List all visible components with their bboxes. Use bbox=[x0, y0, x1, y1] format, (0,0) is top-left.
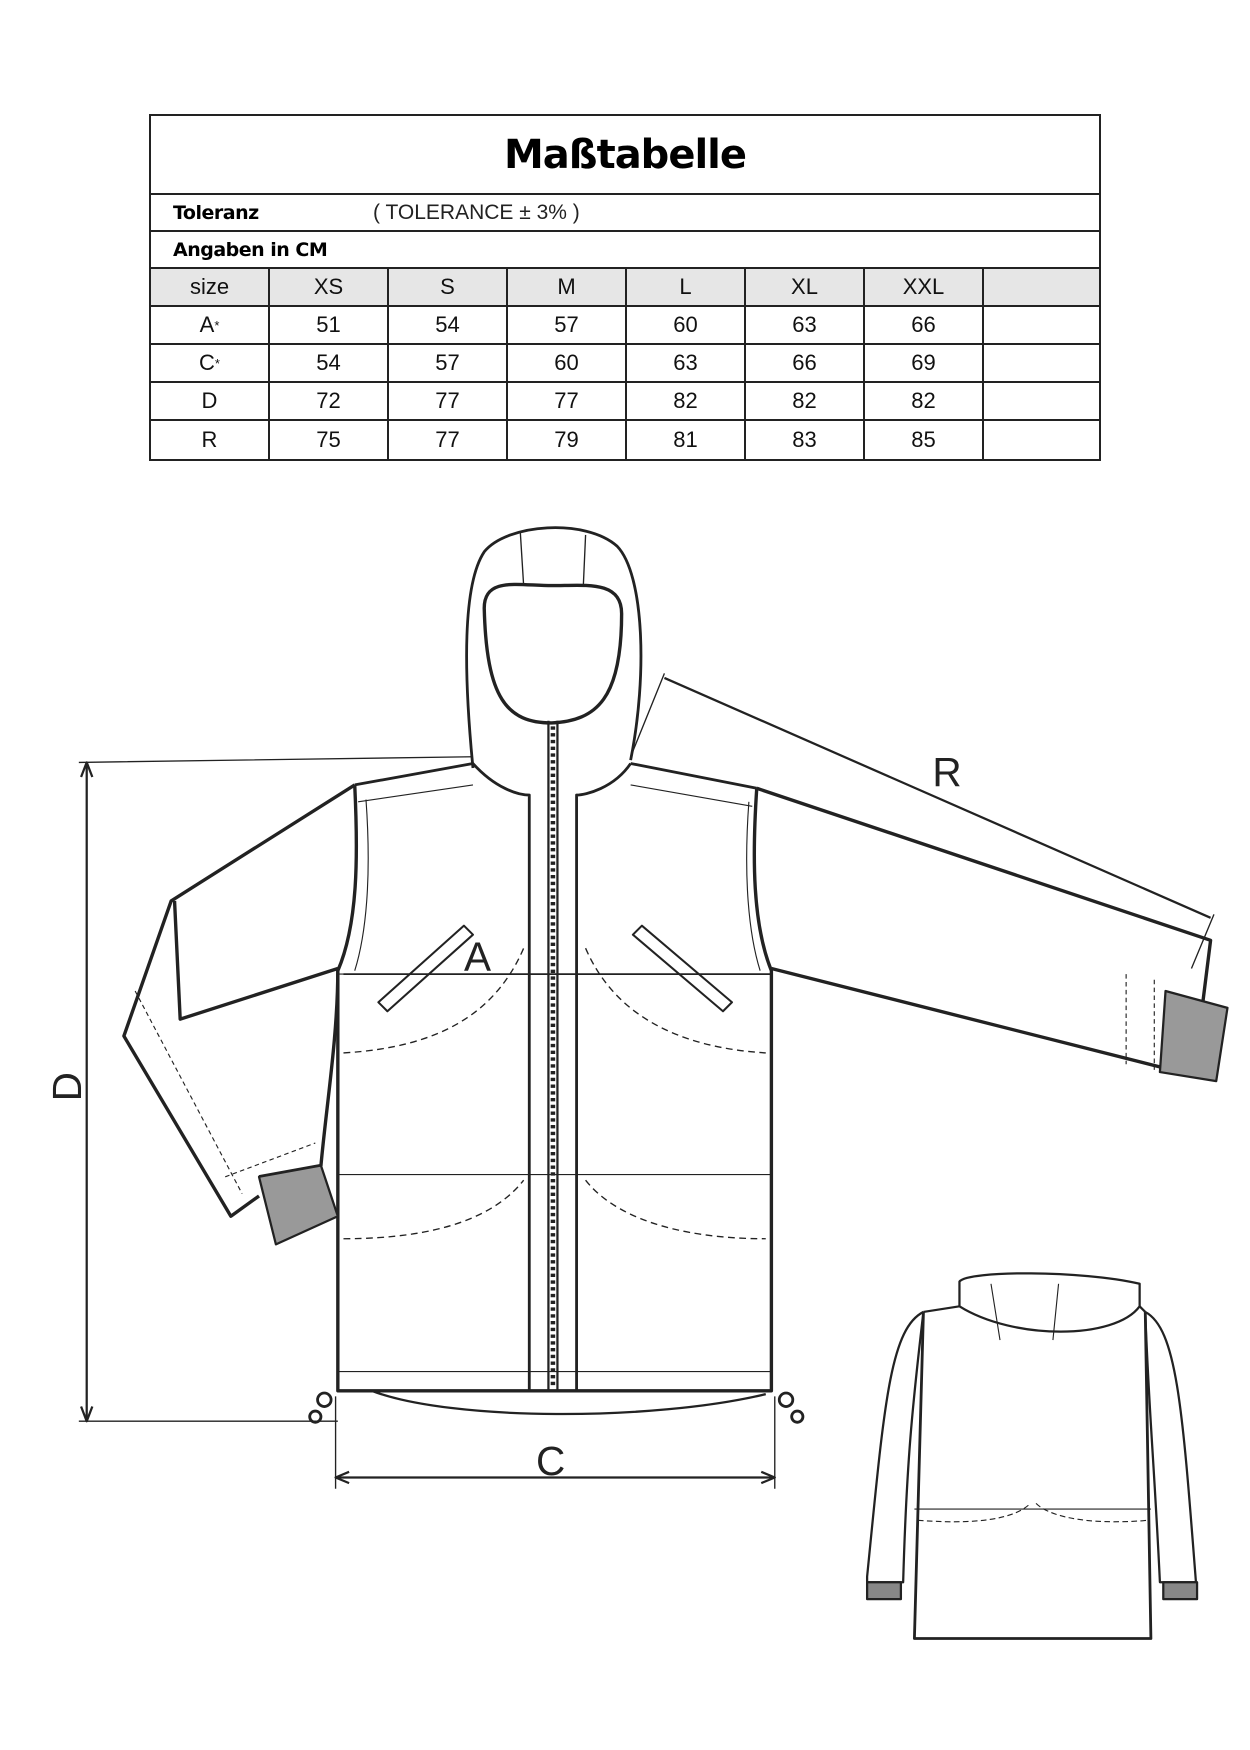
value-cell: 66 bbox=[746, 345, 865, 381]
value-cell: 54 bbox=[389, 307, 508, 343]
value-cell: 79 bbox=[508, 421, 627, 459]
value-cell: 81 bbox=[627, 421, 746, 459]
value-cell: 57 bbox=[389, 345, 508, 381]
dimension-lines bbox=[78, 673, 1215, 1489]
value-cell: 63 bbox=[627, 345, 746, 381]
dimension-label-r: R bbox=[932, 749, 961, 795]
measurement-mark: * bbox=[214, 355, 220, 371]
header-cell: XS bbox=[270, 269, 389, 305]
header-cell: XXL bbox=[865, 269, 984, 305]
value-cell: 60 bbox=[508, 345, 627, 381]
header-cell: XL bbox=[746, 269, 865, 305]
value-cell: 77 bbox=[389, 383, 508, 419]
value-cell: 72 bbox=[270, 383, 389, 419]
table-title: Maßtabelle bbox=[504, 131, 747, 178]
units-row: Angaben in CM bbox=[151, 232, 1099, 269]
measurement-label: A bbox=[199, 312, 215, 337]
tolerance-row: Toleranz ( TOLERANCE ± 3% ) bbox=[151, 195, 1099, 232]
units-label: Angaben in CM bbox=[173, 238, 328, 261]
value-cell: 51 bbox=[270, 307, 389, 343]
dimension-label-d: D bbox=[44, 1072, 90, 1101]
measurement-label-cell: R bbox=[151, 421, 270, 459]
size-chart-table: Maßtabelle Toleranz ( TOLERANCE ± 3% ) A… bbox=[149, 114, 1101, 461]
measurement-label-cell: C* bbox=[151, 345, 270, 381]
value-cell: 54 bbox=[270, 345, 389, 381]
measurement-label-cell: A* bbox=[151, 307, 270, 343]
header-cell: M bbox=[508, 269, 627, 305]
measurement-label: R bbox=[201, 427, 218, 452]
value-cell: 63 bbox=[746, 307, 865, 343]
value-cell: 82 bbox=[627, 383, 746, 419]
value-cell: 57 bbox=[508, 307, 627, 343]
header-cell: L bbox=[627, 269, 746, 305]
dimension-label-c: C bbox=[536, 1438, 565, 1484]
tolerance-label: Toleranz bbox=[173, 201, 259, 224]
measurement-label: D bbox=[201, 388, 218, 413]
value-cell: 82 bbox=[865, 383, 984, 419]
value-cell: 77 bbox=[508, 383, 627, 419]
measurement-label: C bbox=[199, 350, 215, 375]
measurement-label-cell: D bbox=[151, 383, 270, 419]
value-cell: 77 bbox=[389, 421, 508, 459]
header-cell: size bbox=[151, 269, 270, 305]
table-title-row: Maßtabelle bbox=[151, 116, 1099, 195]
value-cell: 75 bbox=[270, 421, 389, 459]
header-cell: S bbox=[389, 269, 508, 305]
table-header-row: size XS S M L XL XXL bbox=[151, 269, 1099, 307]
value-cell: 69 bbox=[865, 345, 984, 381]
value-cell: 83 bbox=[746, 421, 865, 459]
tolerance-value: ( TOLERANCE ± 3% ) bbox=[373, 200, 580, 224]
measurement-mark: * bbox=[214, 317, 220, 333]
jacket-front-view bbox=[122, 526, 1229, 1424]
value-cell: 85 bbox=[865, 421, 984, 459]
value-cell: 66 bbox=[865, 307, 984, 343]
jacket-back-view bbox=[865, 1272, 1199, 1640]
value-cell: 82 bbox=[746, 383, 865, 419]
value-cell: 60 bbox=[627, 307, 746, 343]
dimension-label-a: A bbox=[464, 934, 491, 980]
